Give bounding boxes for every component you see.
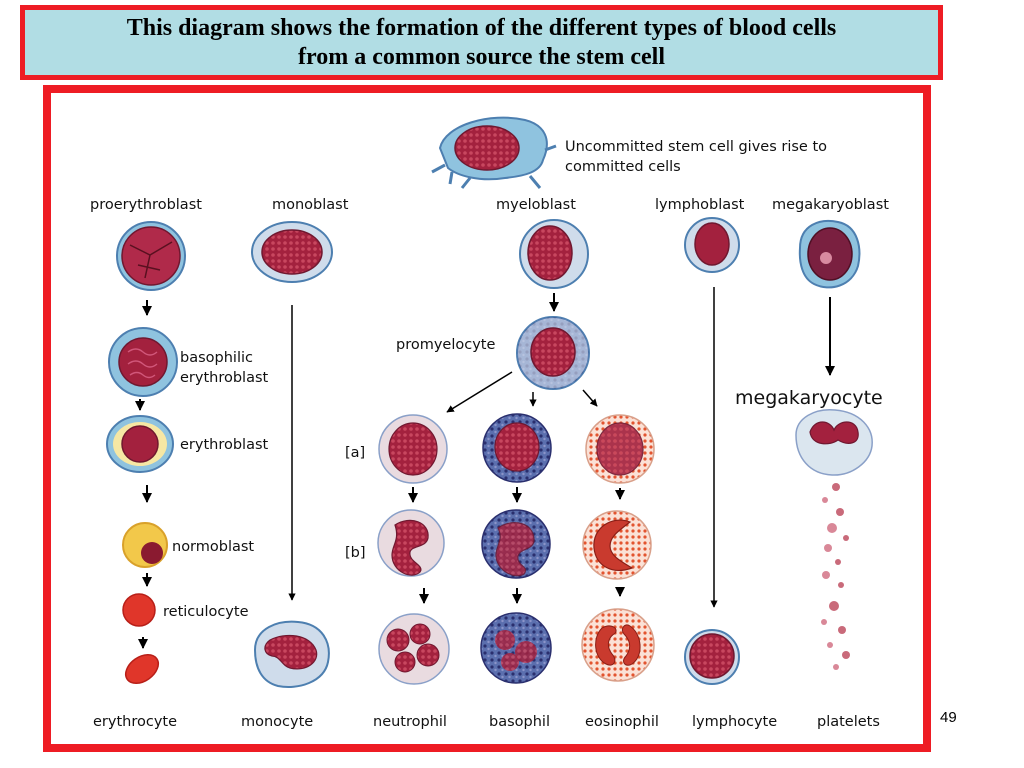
promyelocyte-cell [516, 316, 590, 390]
label-basophilic-erythroblast: erythroblast [180, 370, 269, 386]
label-basophil: basophil [489, 714, 550, 730]
erythroblast-cell [106, 415, 174, 473]
neutrophil-cell [378, 613, 450, 685]
label-proerythroblast: proerythroblast [90, 197, 202, 213]
eosinophil-stage-b-cell [582, 510, 652, 580]
title-banner: This diagram shows the formation of the … [20, 5, 943, 80]
slide-number: 49 [940, 709, 957, 726]
label-promyelocyte: promyelocyte [396, 337, 495, 353]
label-reticulocyte: reticulocyte [163, 604, 249, 620]
neutrophil-stage-a-cell [378, 414, 448, 484]
label-erythroblast: erythroblast [180, 437, 269, 453]
eosinophil-stage-a-cell [585, 414, 655, 484]
label-megakaryoblast: megakaryoblast [772, 197, 889, 213]
megakaryocyte-cell [795, 409, 873, 476]
erythrocyte-cell [124, 653, 160, 685]
title-line-1: This diagram shows the formation of the … [126, 14, 837, 41]
label-normoblast: normoblast [172, 539, 254, 555]
basophil-stage-a-cell [482, 413, 552, 483]
lymphoblast-cell [684, 217, 740, 273]
neutrophil-stage-b-cell [377, 509, 445, 577]
arrow-to-neutrophil-line [446, 371, 513, 413]
stem-caption-line-1: Uncommitted stem cell gives rise to [565, 139, 827, 155]
label-platelets: platelets [817, 714, 880, 730]
basophil-stage-b-cell [481, 509, 551, 579]
megakaryoblast-cell [798, 220, 861, 289]
basophilic-erythroblast-cell [108, 327, 178, 397]
label-myeloblast: myeloblast [496, 197, 576, 213]
label-lymphoblast: lymphoblast [655, 197, 745, 213]
label-neutrophil: neutrophil [373, 714, 447, 730]
normoblast-cell [122, 522, 168, 568]
stem-caption-line-2: committed cells [565, 159, 681, 175]
label-eosinophil: eosinophil [585, 714, 659, 730]
label-monoblast: monoblast [272, 197, 349, 213]
label-erythrocyte: erythrocyte [93, 714, 177, 730]
label-monocyte: monocyte [241, 714, 313, 730]
label-lymphocyte: lymphocyte [692, 714, 777, 730]
title-line-2: from a common source the stem cell [297, 43, 665, 70]
reticulocyte-cell [122, 593, 156, 627]
monoblast-cell [251, 221, 333, 283]
stem-cell [431, 116, 557, 189]
label-stage-a: [a] [345, 445, 365, 461]
myeloblast-cell [519, 219, 589, 289]
label-basophilic: basophilic [180, 350, 253, 366]
eosinophil-cell [581, 608, 655, 682]
platelets-fragments [821, 483, 850, 670]
monocyte-cell [253, 620, 330, 688]
label-stage-b: [b] [345, 545, 366, 561]
lymphocyte-cell [684, 629, 740, 685]
label-megakaryocyte: megakaryocyte [735, 387, 883, 409]
arrow-to-eosinophil-line [582, 389, 598, 407]
proerythroblast-cell [116, 221, 186, 291]
basophil-cell [480, 612, 552, 684]
